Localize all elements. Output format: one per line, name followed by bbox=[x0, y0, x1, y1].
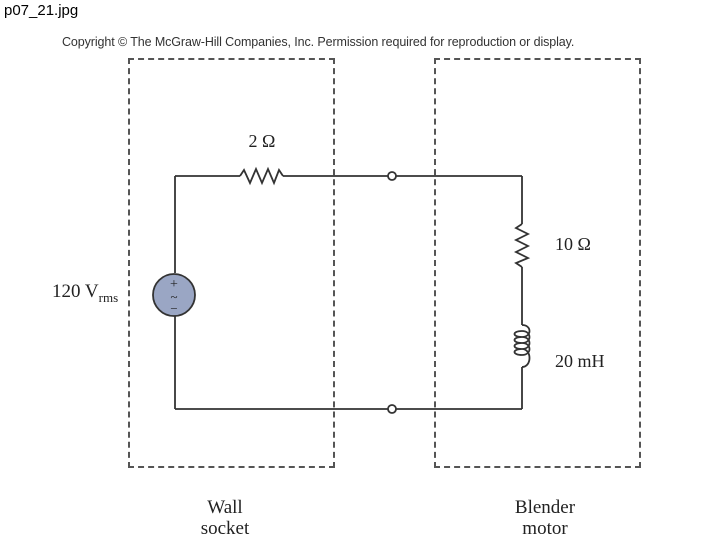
series-resistor-label: 2 Ω bbox=[249, 131, 276, 151]
wall-caption-line2: socket bbox=[200, 518, 250, 539]
motor-inductor-label: 20 mH bbox=[555, 351, 605, 371]
motor-resistor-label: 10 Ω bbox=[555, 234, 591, 254]
copyright-notice: Copyright © The McGraw-Hill Companies, I… bbox=[62, 35, 575, 49]
ac-source bbox=[152, 273, 196, 317]
source-voltage-subscript: rms bbox=[99, 290, 119, 305]
motor-inductor bbox=[513, 324, 531, 368]
source-voltage-main: 120 V bbox=[52, 281, 99, 302]
wall-socket-boundary bbox=[128, 58, 335, 468]
blender-motor-boundary bbox=[434, 58, 641, 468]
source-voltage-label: 120 Vrms bbox=[52, 281, 118, 305]
wall-socket-caption: Wall socket bbox=[180, 497, 270, 539]
source-tilde: ~ bbox=[170, 289, 177, 304]
blender-motor-caption: Blender motor bbox=[495, 497, 595, 539]
source-minus-sign: − bbox=[170, 301, 177, 316]
file-title: p07_21.jpg bbox=[4, 2, 79, 19]
bottom-terminal bbox=[387, 404, 397, 414]
top-terminal bbox=[387, 171, 397, 181]
series-resistor bbox=[239, 166, 284, 186]
blender-caption-line1: Blender bbox=[514, 497, 576, 518]
blender-caption-line2: motor bbox=[522, 518, 568, 539]
source-plus-sign: + bbox=[170, 277, 178, 292]
wall-caption-line1: Wall bbox=[207, 497, 243, 518]
motor-resistor bbox=[513, 223, 531, 268]
